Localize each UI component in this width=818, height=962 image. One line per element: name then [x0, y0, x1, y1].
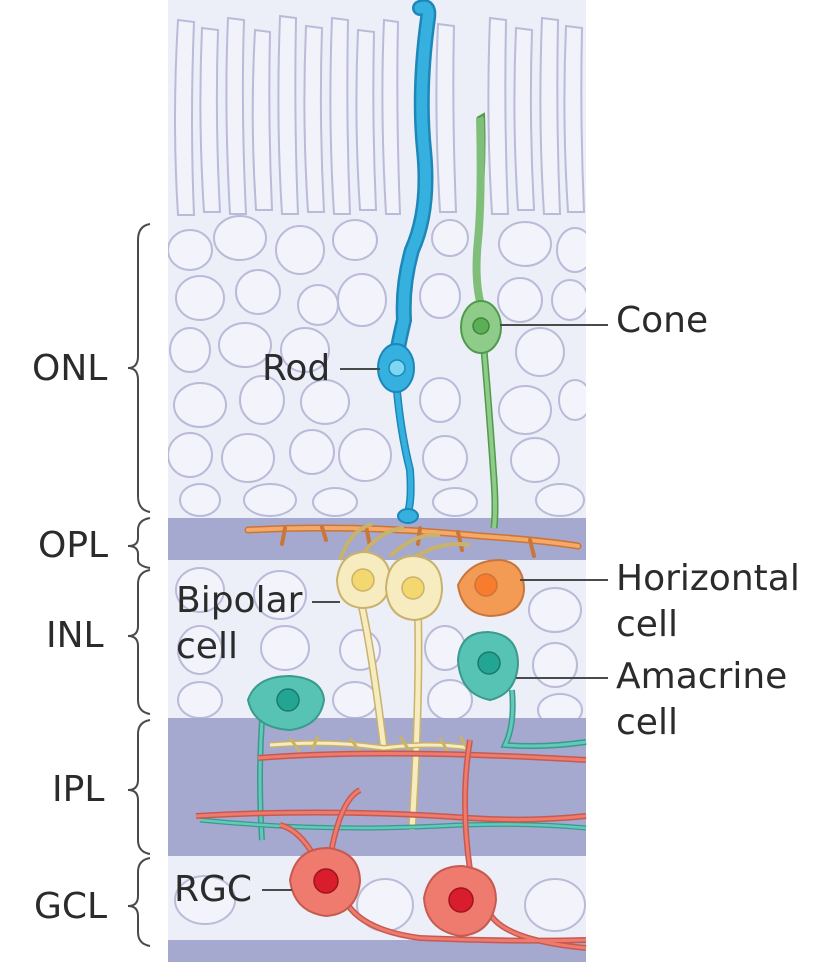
- bipolar-label-line2: cell: [176, 626, 238, 667]
- amacrine-label-line2: cell: [616, 702, 678, 743]
- retina-tissue: [168, 0, 586, 962]
- brace-inl: [127, 569, 151, 715]
- layer-label-inl: INL: [46, 615, 104, 656]
- cone-label: Cone: [616, 300, 709, 341]
- horizontal-cell-label: Horizontal cell: [616, 556, 800, 648]
- outer-segments: [174, 14, 586, 216]
- bipolar-cells: [269, 522, 471, 831]
- layer-braces: [127, 223, 151, 947]
- layer-label-opl: OPL: [38, 525, 109, 566]
- layer-label-onl: ONL: [32, 348, 108, 389]
- layer-label-ipl: IPL: [52, 769, 105, 810]
- cone-cell: [460, 112, 502, 529]
- horizontal-label-line2: cell: [616, 604, 678, 645]
- nerve-fibre-band: [168, 940, 586, 962]
- amacrine-cell-label: Amacrine cell: [616, 654, 787, 746]
- rgc-label: RGC: [174, 869, 253, 910]
- brace-gcl: [127, 857, 151, 947]
- rod-label: Rod: [262, 348, 331, 389]
- amacrine-cells: [199, 630, 587, 841]
- horizontal-label-line1: Horizontal: [616, 558, 800, 599]
- onl-cell-bodies: [168, 215, 586, 517]
- rgc-cell-left: [288, 846, 362, 918]
- brace-onl: [127, 223, 151, 513]
- horizontal-cell: [456, 558, 526, 618]
- ipl-band: [168, 718, 586, 856]
- gcl-cell-bodies: [174, 875, 586, 932]
- layer-label-gcl: GCL: [34, 886, 108, 927]
- bipolar-cell-label: Bipolar cell: [176, 578, 302, 670]
- bipolar-label-line1: Bipolar: [176, 580, 303, 621]
- leader-lines: [262, 324, 608, 891]
- brace-opl: [127, 517, 151, 569]
- brace-ipl: [127, 719, 151, 855]
- rgc-cell-right: [422, 864, 498, 938]
- amacrine-label-line1: Amacrine: [616, 656, 788, 697]
- rod-cell: [377, 0, 437, 524]
